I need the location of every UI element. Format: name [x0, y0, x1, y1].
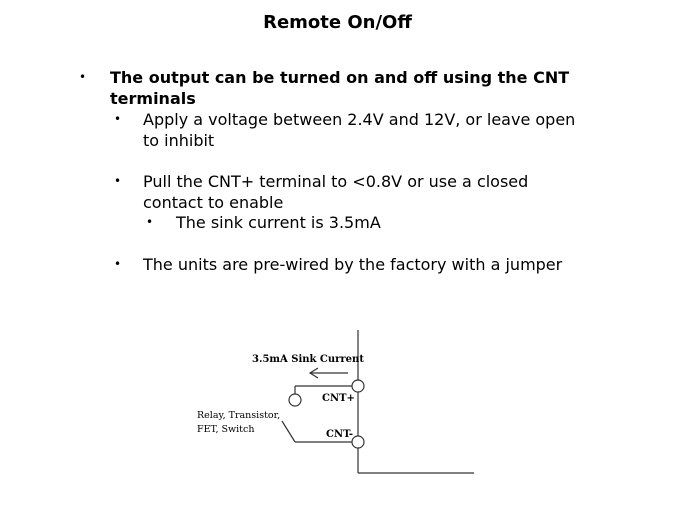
bullet-sub-enable: • Pull the CNT+ terminal to <0.8V or use…: [114, 171, 593, 213]
bullet-sink-current-text: The sink current is 3.5mA: [176, 213, 381, 232]
bullet-main-text: The output can be turned on and off usin…: [110, 68, 570, 108]
bullet-marker: •: [146, 215, 154, 229]
switch-contact: [288, 393, 302, 407]
switch-label-line1: Relay, Transistor,: [197, 410, 280, 421]
terminal-cnt-minus: [351, 435, 365, 449]
bullet-marker: •: [114, 112, 122, 126]
cnt-plus-label: CNT+: [322, 393, 355, 404]
bullet-sub-prewired-text: The units are pre-wired by the factory w…: [143, 255, 563, 274]
bullet-sub-voltage: • Apply a voltage between 2.4V and 12V, …: [114, 109, 593, 151]
slide-title: Remote On/Off: [263, 12, 412, 33]
switch-label-line2: FET, Switch: [197, 424, 254, 435]
bullet-marker: •: [114, 174, 122, 188]
bullet-sub-prewired: • The units are pre-wired by the factory…: [114, 254, 593, 275]
bullet-main: • The output can be turned on and off us…: [79, 67, 580, 109]
bullet-marker: •: [79, 70, 87, 84]
bullet-sub-voltage-text: Apply a voltage between 2.4V and 12V, or…: [143, 110, 576, 150]
bullet-marker: •: [114, 257, 122, 271]
bullet-sink-current: • The sink current is 3.5mA: [146, 212, 596, 233]
current-arrow-head: [308, 367, 319, 379]
bullet-list: • The output can be turned on and off us…: [79, 67, 596, 275]
bullet-sub-enable-text: Pull the CNT+ terminal to <0.8V or use a…: [143, 172, 529, 212]
sink-current-label: 3.5mA Sink Current: [252, 354, 364, 365]
switch-blade: [281, 420, 296, 443]
cnt-minus-label: CNT-: [326, 429, 353, 440]
terminal-cnt-plus: [351, 379, 365, 393]
